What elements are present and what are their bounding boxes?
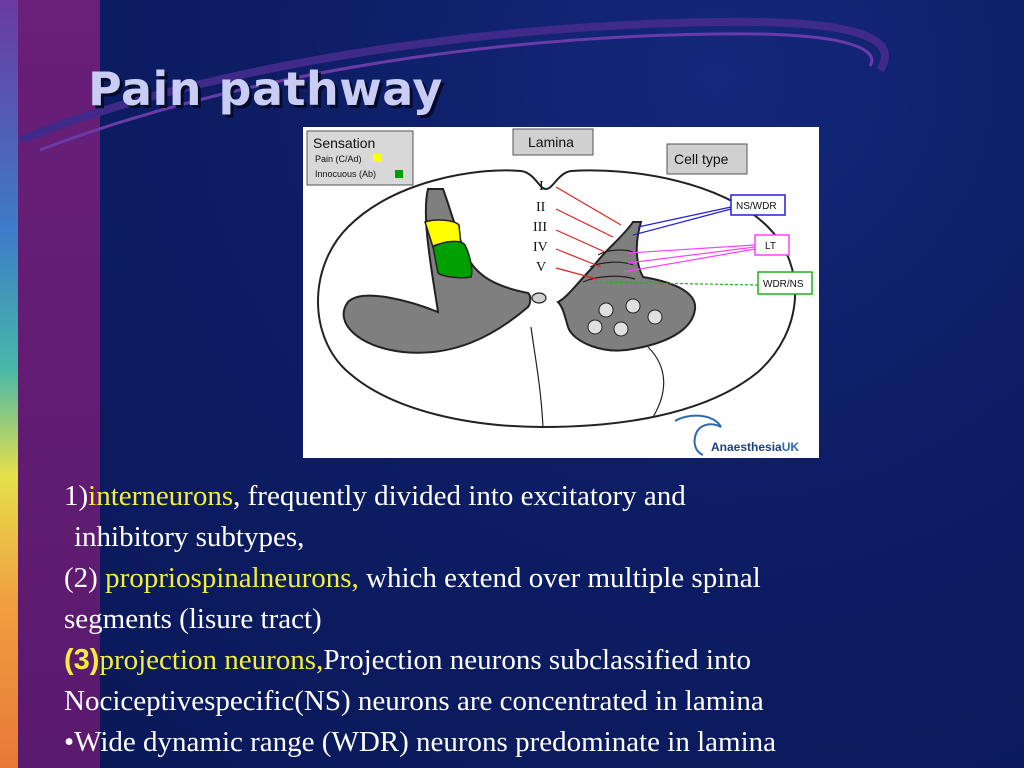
item1-term: interneurons [88,480,234,512]
item1-rest: , frequently divided into excitatory and [233,480,686,512]
lt-box [754,234,790,256]
lamina-label: IV [533,240,548,255]
right-lamina-ring-1 [597,249,634,256]
white-matter-line [647,346,665,418]
central-canal [531,292,547,304]
lamina-label: I [539,179,544,194]
lt-pointer [627,246,756,264]
body-text: 1)interneurons, frequently divided into … [64,476,1024,763]
pain-swatch [373,154,381,162]
lamina-header: Lamina [528,134,574,150]
motor-neuron [613,321,629,337]
lt-pointer [627,244,756,254]
ventral-fissure [530,326,544,428]
motor-neuron [647,309,663,325]
item3-number: (3) [64,644,100,676]
lamina-label: II [536,200,546,215]
item2-term: propriospinalneurons, [105,562,359,594]
lamina-pointer [555,208,614,238]
ns-wdr-label: NS/WDR [736,201,777,212]
cell-type-header-box [666,143,748,175]
lamina-label: V [536,260,546,275]
lamina-pointer [555,229,606,253]
item3-rest: Projection neurons subclassified into [323,644,752,676]
item2-line: (2) propriospinalneurons, which extend o… [64,558,1024,599]
lamina-label: III [533,220,547,235]
decorative-swoosh [18,17,889,152]
lamina-pointer [555,248,602,268]
ns-wdr-pointer [637,206,732,228]
innocuous-region-left [432,240,473,279]
lt-label: LT [765,241,776,252]
logo-text: AnaesthesiaUK [711,440,799,454]
ns-wdr-pointer [632,208,732,236]
lamina-pointer [555,267,598,280]
item1-number: 1) [64,480,89,512]
sensation-innocuous-label: Innocuous (Ab) [315,169,376,179]
right-lamina-ring-2 [589,261,634,268]
item2-rest: which extend over multiple spinal [358,562,761,594]
item5-line: •Wide dynamic range (WDR) neurons predom… [64,726,777,758]
item4-line: Nociceptivespecific(NS) neurons are conc… [64,685,764,717]
slide-title: Pain pathway [88,62,443,116]
lamina-pointer [555,186,622,226]
right-lamina-ring-3 [582,275,636,283]
item2-number: (2) [64,562,106,594]
wdr-ns-box [757,271,813,295]
motor-neuron [598,302,614,318]
lamina-header-box [512,128,594,156]
spinal-cord-diagram: Sensation Pain (C/Ad) Innocuous (Ab) Lam… [303,127,819,458]
item3-term: projection neurons, [99,644,324,676]
cell-type-header: Cell type [674,151,729,167]
wdr-ns-pointer [594,281,759,286]
sensation-header: Sensation [313,135,375,151]
ns-wdr-box [730,194,786,216]
item1-line: 1)interneurons, frequently divided into … [64,476,1024,517]
item3-line: (3)projection neurons,Projection neurons… [64,640,1024,681]
motor-neuron [625,298,641,314]
sensation-pain-label: Pain (C/Ad) [315,154,362,164]
rainbow-stripe [0,0,18,768]
logo-swoosh-icon [674,414,722,456]
spinal-cord-svg: Sensation Pain (C/Ad) Innocuous (Ab) Lam… [306,128,813,456]
innocuous-swatch [395,170,403,178]
motor-neuron [587,319,603,335]
wdr-ns-label: WDR/NS [763,279,804,290]
lt-pointer [622,248,756,273]
item2-cont: segments (lisure tract) [64,603,322,635]
item1-cont: inhibitory subtypes, [74,521,305,553]
